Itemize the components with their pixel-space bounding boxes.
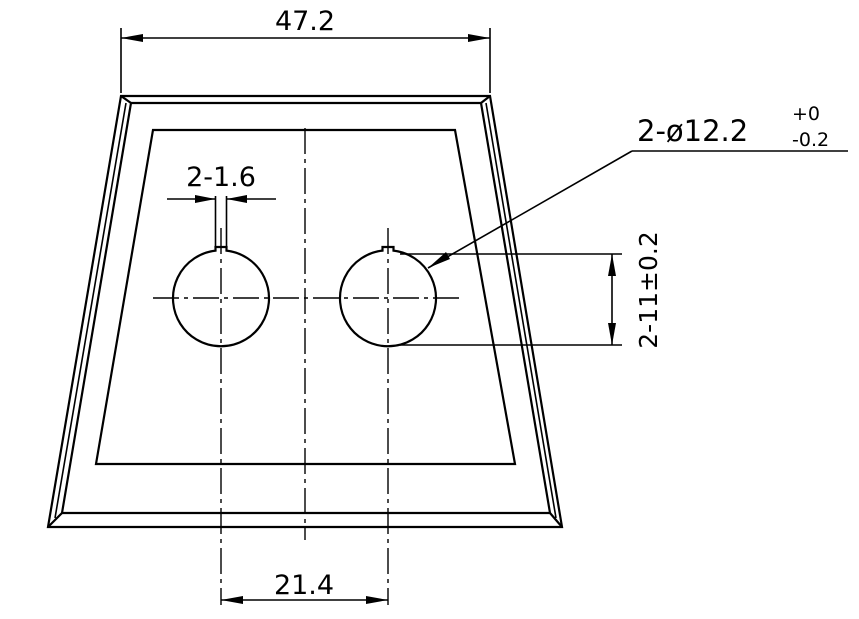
chamfer-corner-bl xyxy=(47,512,63,528)
keyway-width-label: 2-1.6 xyxy=(186,162,256,193)
hole-diameter-label: 2-ø12.2 xyxy=(637,114,748,148)
hole-spacing-label: 21.4 xyxy=(274,570,334,601)
dimension-hole-spacing: 21.4 xyxy=(221,570,388,604)
recess-outline xyxy=(94,128,517,466)
holes xyxy=(171,196,438,348)
left-edge-line xyxy=(54,102,127,519)
part-outline xyxy=(46,94,564,529)
keyway-depth-label: 2-11±0.2 xyxy=(634,231,663,348)
overall-width-label: 47.2 xyxy=(275,6,335,37)
left-hole xyxy=(171,245,271,348)
inner-chamfer-outline xyxy=(60,101,552,515)
dimension-keyway-width: 2-1.6 xyxy=(167,162,276,203)
chamfer-corner-br xyxy=(549,512,563,528)
chamfer-corner-tl xyxy=(120,95,132,104)
dimension-overall-width: 47.2 xyxy=(120,6,491,93)
dimension-keyway-depth: 2-11±0.2 xyxy=(400,231,663,349)
chamfer-corner-tr xyxy=(480,95,491,104)
center-lines xyxy=(153,128,460,605)
hole-diameter-tol-lower: -0.2 xyxy=(792,129,829,151)
hole-diameter-tol-upper: +0 xyxy=(792,103,820,125)
right-hole xyxy=(338,245,438,348)
dimension-hole-diameter: 2-ø12.2 +0 -0.2 xyxy=(427,103,848,269)
right-edge-line xyxy=(485,102,557,519)
